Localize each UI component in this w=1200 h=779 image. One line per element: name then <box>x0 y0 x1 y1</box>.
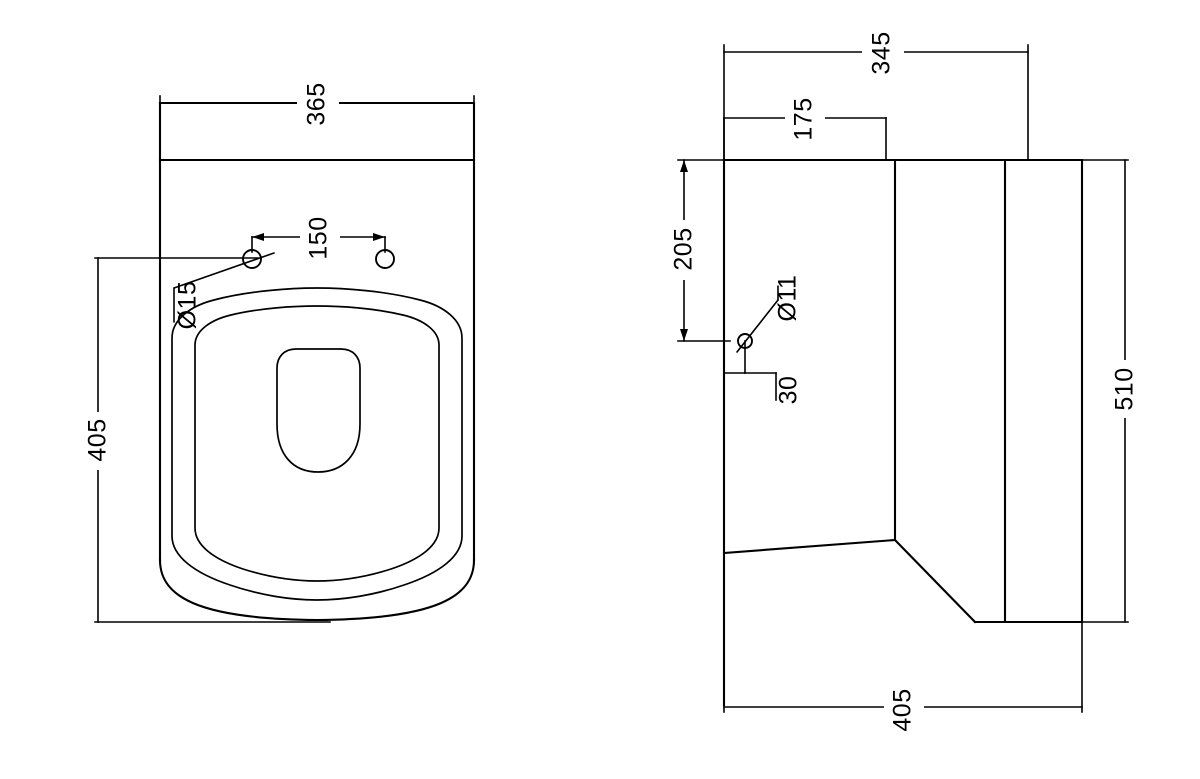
side-body-outline <box>722 158 1084 707</box>
front-view-group: 365 150 Ø15 <box>80 80 476 623</box>
dim-30-text: 30 <box>775 376 803 405</box>
front-outlet-opening <box>276 348 361 473</box>
dim-405-side-text-mask <box>884 684 924 740</box>
front-bowl-rim <box>194 305 440 582</box>
dim-175-text-mask <box>785 96 825 142</box>
dim-405-side-text: 405 <box>889 688 917 731</box>
dim-405-front-text: 405 <box>84 418 112 461</box>
right-fixing-hole-icon <box>375 249 395 269</box>
dim-405-side-group: 405 <box>723 621 1083 740</box>
dim-205-text-mask <box>666 220 704 280</box>
dim-205-arrow-bottom <box>680 329 688 341</box>
dim-205-text: 205 <box>670 227 698 270</box>
dim-405-front-text-mask <box>80 412 118 470</box>
dim-150-text-mask <box>300 215 340 261</box>
dim-510-text-mask <box>1106 360 1144 418</box>
dim-150-arrow-left <box>252 233 264 241</box>
dim-405-front-group: 405 <box>80 257 331 623</box>
side-base-diagonal <box>893 538 977 624</box>
dim-345-group: 345 <box>723 28 1029 161</box>
dim-205-arrow-top <box>680 160 688 172</box>
dim-175-group: 175 <box>723 96 887 161</box>
dim-dia15-text: Ø15 <box>174 281 202 330</box>
side-underside-slope <box>722 538 897 555</box>
dim-150-text: 150 <box>305 216 333 259</box>
dim-175-text: 175 <box>790 97 818 140</box>
dim-510-group: 510 <box>1074 159 1144 623</box>
dim-205-group: 205 <box>666 159 731 342</box>
dim-dia15-leader <box>173 252 275 289</box>
dim-dia11-leader <box>736 299 779 353</box>
dim-365-group: 365 <box>159 80 475 128</box>
dim-365-text: 365 <box>303 82 331 125</box>
front-seat-outer <box>171 287 463 601</box>
front-bottom-curve <box>158 558 476 622</box>
dim-345-text-mask <box>862 28 904 78</box>
front-center-opening <box>276 348 361 473</box>
dim-dia11-text: Ø11 <box>774 275 802 322</box>
dim-150-arrow-right <box>373 233 385 241</box>
dim-365-text-mask <box>297 80 339 128</box>
side-view-group: 345 175 205 <box>666 28 1144 740</box>
left-fixing-hole-icon <box>242 249 262 269</box>
dim-30-group: 30 <box>723 340 803 405</box>
front-fixing-holes <box>242 249 395 269</box>
dim-510-text: 510 <box>1111 367 1139 410</box>
dim-dia15-group: Ø15 <box>173 252 275 330</box>
front-bowl-outline <box>194 305 440 582</box>
front-rim-outline <box>171 287 463 601</box>
dim-345-text: 345 <box>868 31 896 74</box>
front-body-outline <box>158 101 476 622</box>
side-fixing-hole-group: Ø11 <box>736 275 802 353</box>
